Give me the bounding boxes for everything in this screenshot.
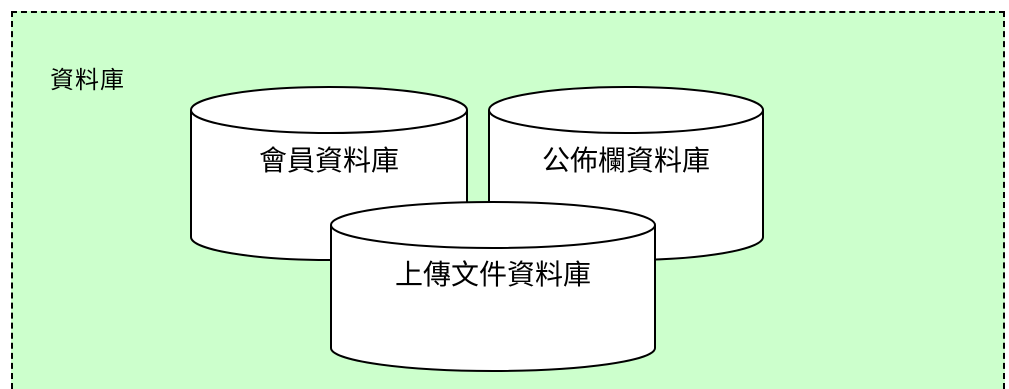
bulletin-database-label: 公佈欄資料庫 [542, 144, 710, 177]
member-database-label: 會員資料庫 [259, 144, 399, 177]
upload-database-label: 上傳文件資料庫 [395, 258, 591, 291]
database-group-label: 資料庫 [50, 66, 125, 94]
upload-database-cylinder: 上傳文件資料庫 [330, 201, 656, 372]
